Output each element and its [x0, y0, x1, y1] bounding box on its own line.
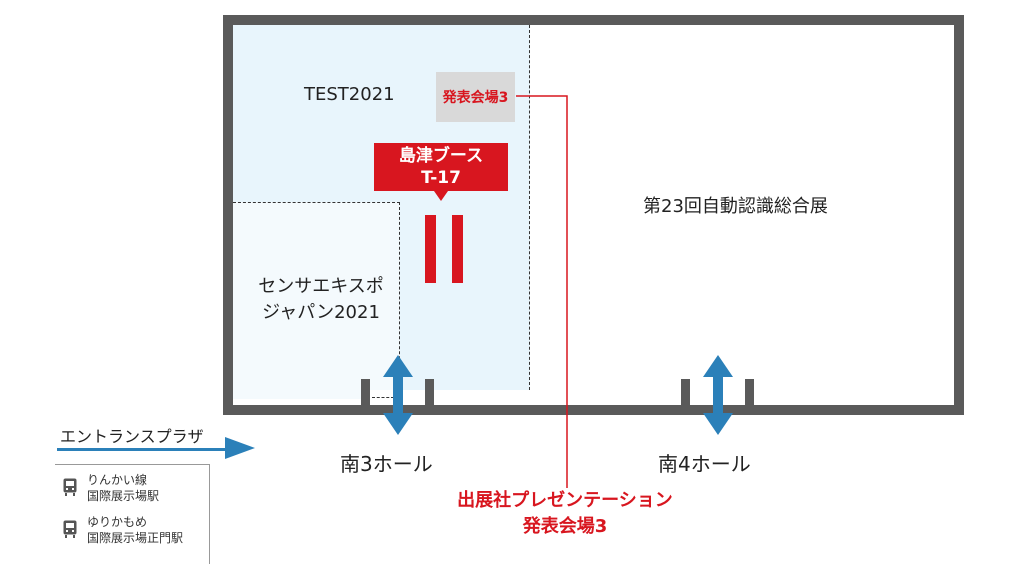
footnote-line1: 出展社プレゼンテーション — [457, 490, 673, 511]
station-rinkai-line: りんかい線 — [87, 473, 148, 487]
presentation-stage-box: 発表会場3 — [436, 72, 515, 122]
presentation-footnote: 出展社プレゼンテーション 発表会場3 — [380, 488, 750, 540]
zone-label-sensor-line1: センサエキスポ — [258, 276, 384, 297]
entrance-plaza-line — [57, 448, 237, 451]
booth-name: 島津ブース — [398, 146, 484, 166]
south4-entry-arrow-icon — [703, 355, 733, 435]
zone-label-test2021: TEST2021 — [304, 84, 395, 105]
entrance-plaza-label: エントランスプラザ — [60, 427, 204, 446]
booth-marker-left — [425, 215, 436, 283]
zone-divider — [529, 25, 530, 390]
south3-gate-post-left — [361, 379, 370, 411]
booth-callout-pointer — [434, 191, 448, 201]
south4-gate-post-right — [745, 379, 754, 411]
booth-number: T-17 — [421, 168, 461, 188]
zone-sensor-expo — [233, 202, 400, 399]
south3-gate-post-right — [425, 379, 434, 411]
station-rinkai-name: 国際展示場駅 — [87, 489, 160, 503]
station-yurikamome-name: 国際展示場正門駅 — [87, 531, 184, 545]
station-legend-box — [55, 464, 210, 564]
hall-label-south3: 南3ホール — [340, 452, 433, 476]
south3-entry-arrow-icon — [383, 355, 413, 435]
station-yurikamome: ゆりかもめ 国際展示場正門駅 — [63, 514, 183, 546]
train-icon — [63, 520, 77, 538]
entrance-arrow-icon — [225, 437, 255, 459]
south4-gate-post-left — [681, 379, 690, 411]
zone-label-sensor-line2: ジャパン2021 — [262, 302, 380, 323]
station-rinkai: りんかい線 国際展示場駅 — [63, 472, 159, 504]
booth-callout: 島津ブース T-17 — [374, 143, 508, 191]
south3-gate-dash — [372, 397, 394, 398]
hall-label-south4: 南4ホール — [658, 452, 751, 476]
station-yurikamome-line: ゆりかもめ — [87, 515, 148, 529]
zone-label-auto-id-expo: 第23回自動認識総合展 — [643, 196, 828, 217]
booth-marker-right — [452, 215, 463, 283]
train-icon — [63, 478, 77, 496]
presentation-stage-label: 発表会場3 — [442, 90, 509, 106]
zone-label-sensor-expo: センサエキスポ ジャパン2021 — [246, 274, 396, 326]
footnote-line2: 発表会場3 — [522, 516, 608, 537]
